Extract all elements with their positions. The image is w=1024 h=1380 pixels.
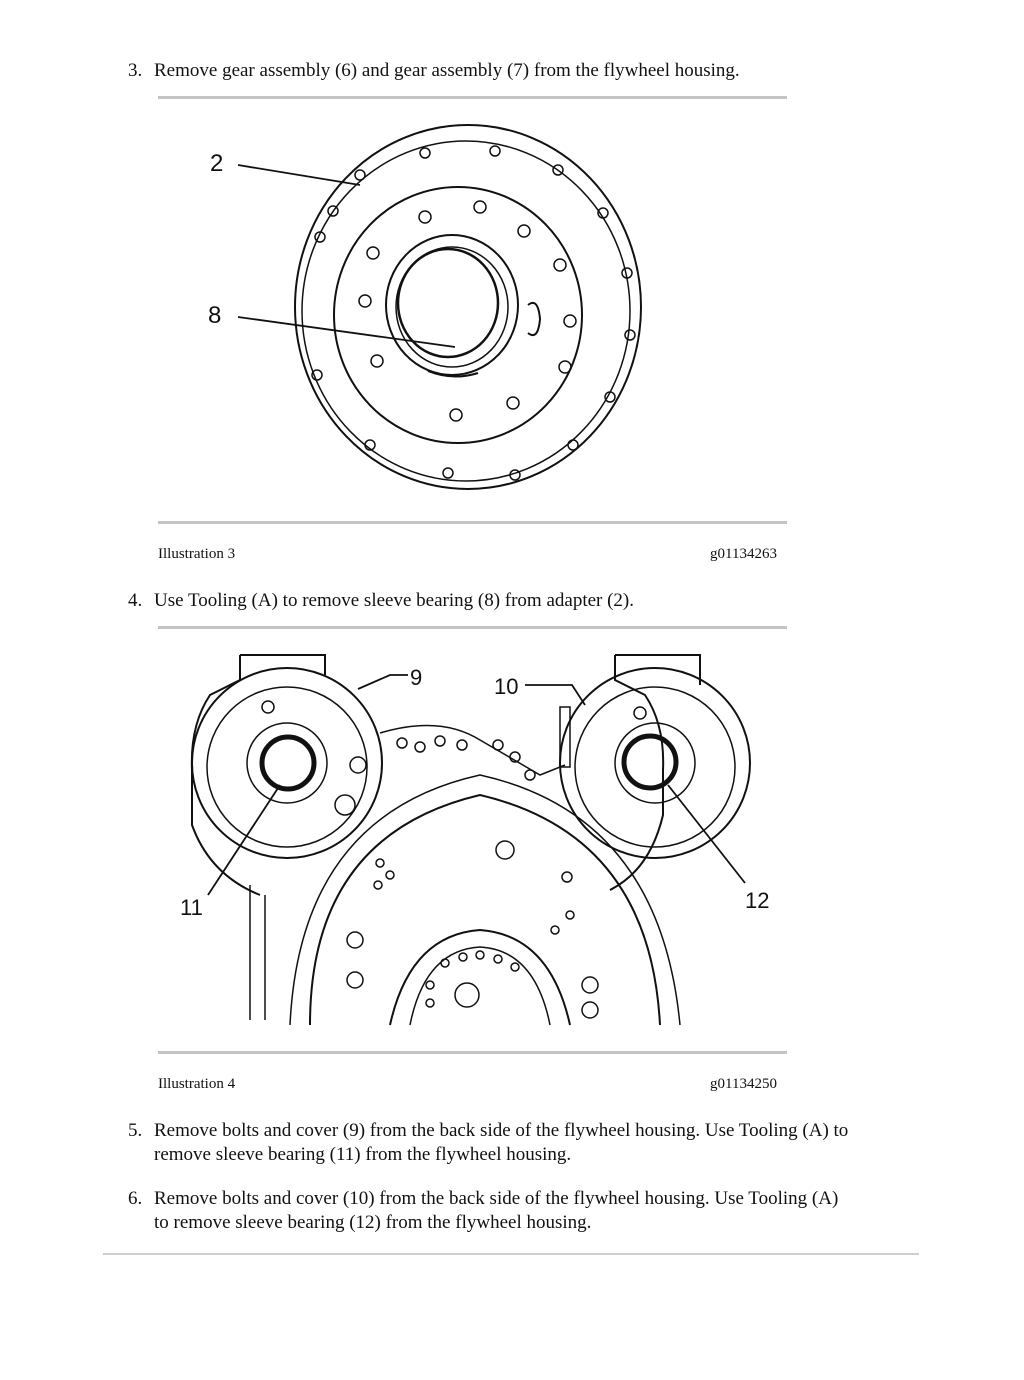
right-cover-inner <box>574 686 736 848</box>
step-text-line-2: remove sleeve bearing (11) from the flyw… <box>154 1144 572 1165</box>
step-text: Use Tooling (A) to remove sleeve bearing… <box>154 590 635 611</box>
leader-12 <box>667 784 746 884</box>
step-number: 5. <box>128 1120 143 1141</box>
leader-8 <box>237 316 456 348</box>
adapter-flange-inner <box>301 140 631 482</box>
step-number: 4. <box>128 590 143 611</box>
figure-bottom-rule <box>158 521 787 524</box>
center-bolt <box>454 982 480 1008</box>
illustration-4-drawing: 9 10 11 12 <box>180 654 769 1026</box>
figure-bottom-rule <box>158 1051 787 1054</box>
step-text: Remove gear assembly (6) and gear assemb… <box>154 60 740 81</box>
flywheel-housing-arc <box>309 793 661 1026</box>
step-text-line-1: Remove bolts and cover (10) from the bac… <box>154 1188 839 1209</box>
callout-12: 12 <box>745 888 769 913</box>
link-bolts <box>396 735 536 781</box>
housing-bolts <box>346 840 599 1019</box>
adapter-hub <box>385 234 519 376</box>
left-cover-inner <box>206 686 368 848</box>
callout-10: 10 <box>494 674 518 699</box>
hub-slot <box>527 301 542 337</box>
illustration-3-drawing: 2 8 <box>208 124 642 490</box>
adapter-outer-flange <box>294 124 642 490</box>
page-bottom-rule <box>103 1253 919 1255</box>
illustration-code: g01134250 <box>710 1076 777 1092</box>
callout-11: 11 <box>180 895 203 920</box>
step-number: 3. <box>128 60 143 81</box>
hub-notch <box>427 370 479 378</box>
adapter-face <box>333 186 583 444</box>
sleeve-bearing-12 <box>621 733 679 791</box>
left-cover-outer <box>191 667 383 859</box>
callout-8: 8 <box>208 302 221 329</box>
illustration-caption: Illustration 3 <box>158 546 236 562</box>
left-housing-outline <box>190 655 261 896</box>
sleeve-bearing <box>396 247 500 359</box>
flywheel-hub-ring <box>389 928 571 1026</box>
step-text-line-1: Remove bolts and cover (9) from the back… <box>154 1120 849 1141</box>
cover-link <box>379 724 566 776</box>
callout-2: 2 <box>210 150 223 177</box>
step-text-line-2: to remove sleeve bearing (12) from the f… <box>154 1212 592 1233</box>
illustration-code: g01134263 <box>710 546 777 562</box>
leader-9 <box>357 674 408 690</box>
leader-11 <box>207 784 281 896</box>
leader-2 <box>237 164 361 186</box>
face-bolt-holes <box>358 200 577 422</box>
figure-top-rule <box>158 626 787 629</box>
hub-bolts <box>425 950 520 1008</box>
flange-holes <box>311 145 636 481</box>
illustration-caption: Illustration 4 <box>158 1076 236 1092</box>
right-cover-outer <box>559 667 751 859</box>
sleeve-bearing-11 <box>259 734 317 792</box>
figure-top-rule <box>158 96 787 99</box>
leader-10 <box>525 684 586 706</box>
callout-9: 9 <box>410 665 422 690</box>
step-number: 6. <box>128 1188 143 1209</box>
right-housing-outline <box>609 655 665 891</box>
